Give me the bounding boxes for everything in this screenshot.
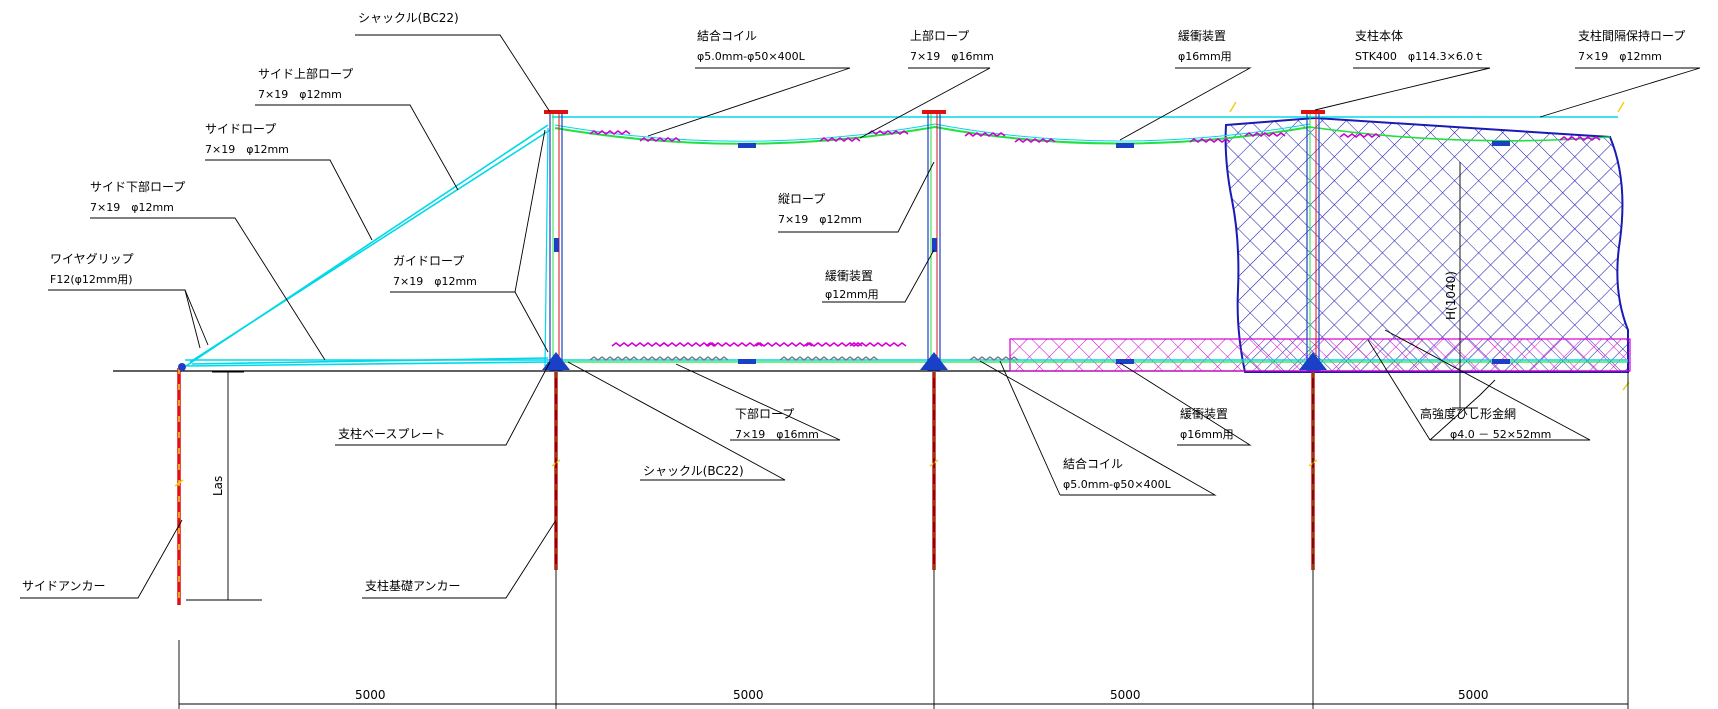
label-side-upper-rope-spec: 7×19 φ12mm	[258, 88, 342, 101]
upper-rope-cyan-1	[554, 123, 936, 142]
label-shackle-bottom: シャックル(BC22)	[643, 464, 744, 478]
label-guide-rope: ガイドロープ	[393, 254, 464, 268]
label-spacer-rope: 支柱間隔保持ロープ	[1578, 28, 1685, 43]
label-post-body: 支柱本体	[1355, 28, 1403, 43]
label-las: Las	[211, 476, 225, 496]
label-guide-rope-spec: 7×19 φ12mm	[393, 275, 477, 288]
label-post-body-spec: STK400 φ114.3×6.0ｔ	[1355, 50, 1484, 63]
label-buffer-mid-spec: φ12mm用	[825, 288, 879, 301]
guide-rope	[544, 127, 549, 367]
label-side-upper-rope: サイド上部ロープ	[258, 66, 353, 81]
label-base-plate: 支柱ベースプレート	[338, 426, 445, 441]
label-side-anchor: サイドアンカー	[22, 579, 106, 593]
mesh-area	[1224, 116, 1629, 373]
side-anchor-head	[178, 363, 186, 371]
post-3	[1299, 110, 1327, 371]
label-mesh: 高強度ひし形金網	[1420, 406, 1516, 421]
dimension-lines	[178, 162, 1629, 709]
post-2	[920, 110, 948, 371]
label-height: H(1040)	[1444, 271, 1458, 320]
label-coil-bottom: 結合コイル	[1063, 456, 1123, 471]
label-buffer-mid: 緩衝装置	[825, 269, 873, 283]
label-side-lower-rope-spec: 7×19 φ12mm	[90, 201, 174, 214]
label-buffer-bottom: 緩衝装置	[1180, 407, 1228, 421]
label-lower-rope: 下部ロープ	[735, 406, 794, 421]
dim-span-1: 5000	[355, 688, 386, 702]
coils-bottom	[589, 356, 1019, 361]
mesh-strip-pink	[1009, 338, 1631, 372]
label-side-rope-spec: 7×19 φ12mm	[205, 143, 289, 156]
label-upper-rope-spec: 7×19 φ16mm	[910, 50, 994, 63]
label-lower-rope-spec: 7×19 φ16mm	[735, 428, 819, 441]
label-mesh-spec: φ4.0 － 52×52mm	[1450, 428, 1551, 441]
side-ropes	[185, 124, 551, 367]
label-coil-top: 結合コイル	[697, 28, 757, 43]
label-post-anchor: 支柱基礎アンカー	[365, 578, 461, 593]
label-coil-top-spec: φ5.0mm-φ50×400L	[697, 50, 806, 63]
coils-top	[589, 130, 1601, 143]
upper-rope-cyan-2	[934, 123, 1311, 142]
label-vertical-rope: 縦ロープ	[778, 192, 825, 206]
label-side-lower-rope: サイド下部ロープ	[90, 179, 185, 194]
label-buffer-top-spec: φ16mm用	[1178, 50, 1232, 63]
dim-span-3: 5000	[1110, 688, 1141, 702]
label-buffer-bottom-spec: φ16mm用	[1180, 428, 1234, 441]
dimension-values: 5000 5000 5000 5000	[355, 688, 1489, 702]
dim-span-2: 5000	[733, 688, 764, 702]
upper-rope-curve-3	[1309, 126, 1611, 142]
leader-lines	[20, 34, 1701, 599]
buffers-top	[738, 141, 1510, 148]
label-buffer-top: 緩衝装置	[1178, 29, 1226, 43]
coils-dashed-pink	[611, 342, 907, 347]
label-shackle-top: シャックル(BC22)	[358, 11, 459, 25]
label-spacer-rope-spec: 7×19 φ12mm	[1578, 50, 1662, 63]
dim-span-4: 5000	[1458, 688, 1489, 702]
label-coil-bottom-spec: φ5.0mm-φ50×400L	[1063, 478, 1172, 491]
labels: シャックル(BC22) サイド上部ロープ 7×19 φ12mm サイドロープ 7…	[22, 11, 1685, 593]
label-wire-grip-spec: F12(φ12mm用)	[50, 273, 133, 286]
label-vertical-rope-spec: 7×19 φ12mm	[778, 213, 862, 226]
post-1	[542, 110, 570, 371]
label-wire-grip: ワイヤグリップ	[50, 252, 134, 266]
label-side-rope: サイドロープ	[205, 122, 276, 136]
buffers-bottom	[738, 359, 1510, 364]
label-upper-rope: 上部ロープ	[910, 28, 969, 43]
